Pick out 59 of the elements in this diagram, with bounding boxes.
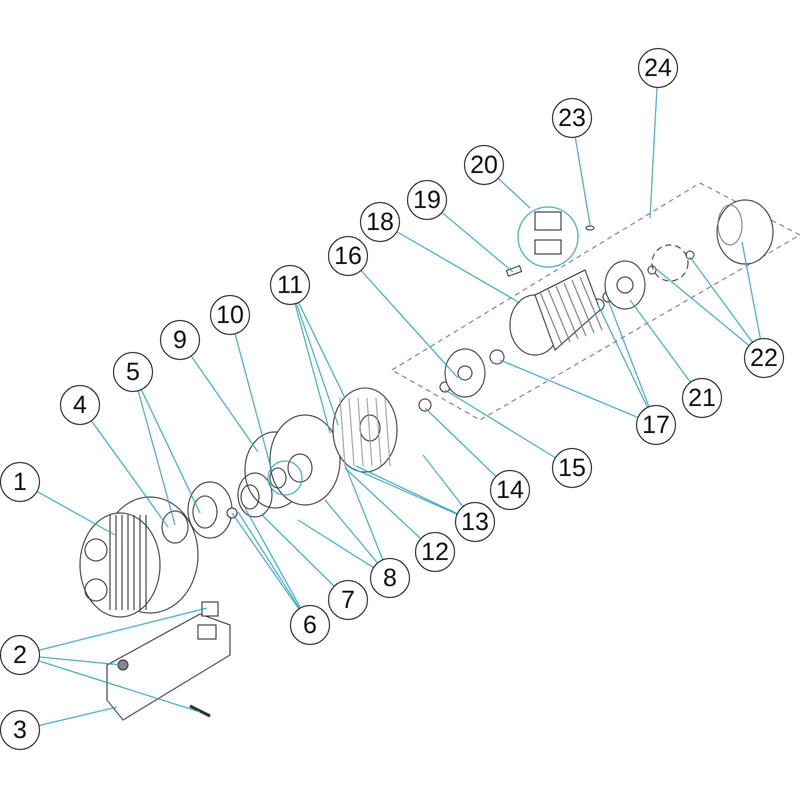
callout-number: 20 xyxy=(464,145,504,185)
callout-number: 13 xyxy=(455,502,495,542)
leader-line xyxy=(422,454,464,507)
callout-number: 23 xyxy=(552,98,592,138)
callout-number: 6 xyxy=(290,605,330,645)
callout-number: 16 xyxy=(328,236,368,276)
leader-line xyxy=(298,302,346,398)
leader-line xyxy=(91,420,168,528)
callout-number: 21 xyxy=(682,378,722,418)
leader-line xyxy=(262,514,334,586)
callout-number: 2 xyxy=(0,635,40,675)
leader-line xyxy=(742,242,761,339)
leader-line xyxy=(298,520,374,568)
leader-line xyxy=(190,356,258,452)
callout-number: 18 xyxy=(360,202,400,242)
leader-line xyxy=(498,178,530,208)
callout-number: 3 xyxy=(0,710,40,750)
leader-line xyxy=(442,212,514,272)
leader-line xyxy=(444,390,556,458)
leader-line xyxy=(141,390,200,514)
leader-line xyxy=(296,303,338,426)
leader-line xyxy=(654,268,750,346)
callout-number: 22 xyxy=(744,338,784,378)
leader-line xyxy=(234,334,272,472)
leader-line xyxy=(138,390,176,526)
callout-number: 17 xyxy=(636,405,676,445)
leader-line xyxy=(244,508,301,608)
leader-line xyxy=(598,304,648,408)
leader-line xyxy=(500,360,638,418)
leader-line xyxy=(324,500,378,564)
callout-number: 15 xyxy=(552,448,592,488)
leader-line xyxy=(39,706,118,726)
leader-line xyxy=(396,232,520,304)
leader-line xyxy=(574,137,590,226)
leader-line xyxy=(39,656,122,666)
callout-number: 4 xyxy=(60,385,100,425)
leader-line xyxy=(690,256,753,342)
callout-number: 24 xyxy=(638,48,678,88)
leader-line xyxy=(37,491,116,536)
leader-line xyxy=(38,608,208,651)
callout-number: 12 xyxy=(415,532,455,572)
leader-line xyxy=(344,468,421,539)
callout-number: 5 xyxy=(113,352,153,392)
leader-line xyxy=(344,464,384,560)
callout-number: 1 xyxy=(0,462,40,502)
leader-line xyxy=(360,270,458,378)
callout-number: 11 xyxy=(270,265,310,305)
callout-number: 10 xyxy=(210,295,250,335)
leader-line xyxy=(608,300,650,407)
callout-number: 9 xyxy=(160,320,200,360)
leader-line xyxy=(38,660,200,712)
callout-number: 7 xyxy=(328,580,368,620)
leader-line xyxy=(294,304,330,434)
callout-number: 19 xyxy=(407,180,447,220)
leader-line xyxy=(630,300,691,382)
callout-number: 14 xyxy=(490,470,530,510)
callout-number: 8 xyxy=(370,558,410,598)
leader-line xyxy=(424,408,496,477)
leader-line xyxy=(650,88,658,218)
